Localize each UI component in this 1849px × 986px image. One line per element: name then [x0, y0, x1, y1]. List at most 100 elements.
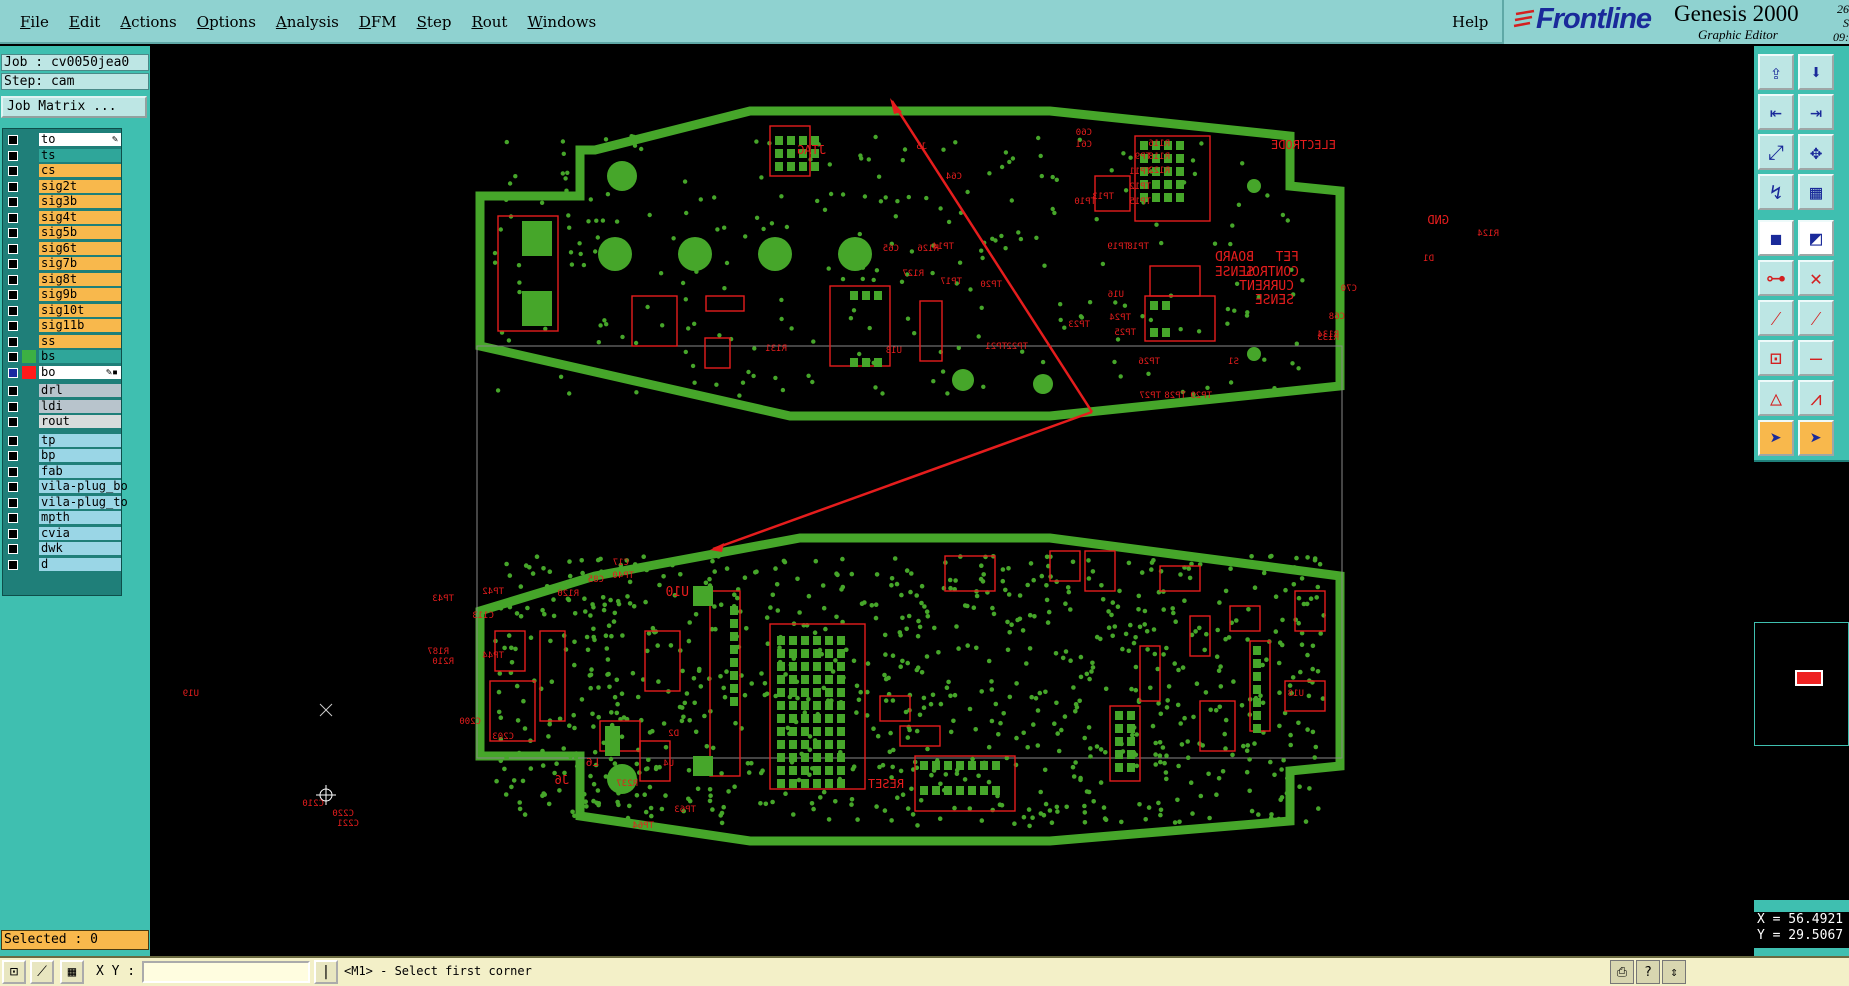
layer-name[interactable]: to✎: [39, 133, 121, 146]
layer-row-fab[interactable]: fab: [3, 464, 123, 479]
export-tool-button[interactable]: ⇪: [1758, 54, 1794, 90]
layer-row-to[interactable]: to✎: [3, 132, 123, 147]
line-tool-button[interactable]: ⁄: [1758, 300, 1794, 336]
layer-checkbox[interactable]: [8, 386, 18, 396]
menu-help[interactable]: Help: [1452, 13, 1489, 31]
layer-name[interactable]: bo✎▪: [39, 365, 121, 379]
layer-row-ldi[interactable]: ldi: [3, 399, 123, 414]
grid-mode-button[interactable]: ▦: [60, 960, 84, 984]
measure-mode-button[interactable]: ⟋: [30, 960, 54, 984]
layer-row-sig4t[interactable]: sig4t: [3, 210, 123, 225]
layer-row-tp[interactable]: tp: [3, 433, 123, 448]
layer-row-sig8t[interactable]: sig8t: [3, 272, 123, 287]
layer-checkbox[interactable]: [8, 197, 18, 207]
layer-row-ts[interactable]: ts: [3, 148, 123, 163]
menu-rout[interactable]: Rout: [471, 13, 508, 31]
layer-checkbox[interactable]: [8, 150, 18, 161]
layer-name[interactable]: sig3b: [39, 195, 121, 208]
overview-thumbnail[interactable]: [1754, 622, 1849, 746]
layer-name[interactable]: drl: [39, 384, 121, 397]
layer-name[interactable]: cvia: [39, 526, 121, 540]
layer-row-sig2t[interactable]: sig2t: [3, 179, 123, 194]
layer-name[interactable]: bs: [39, 350, 121, 363]
layer-checkbox[interactable]: [8, 166, 18, 176]
pcb-view[interactable]: ELECTRODEJTAGGNDFETCONTROLBOARDSENSECURR…: [150, 46, 1754, 956]
layer-name[interactable]: sig11b: [39, 319, 121, 332]
layer-name[interactable]: bp: [39, 449, 121, 462]
print-icon[interactable]: ⎙: [1610, 960, 1634, 984]
move-tool-button[interactable]: ◩: [1798, 220, 1834, 256]
layer-checkbox[interactable]: [8, 274, 18, 285]
layer-checkbox[interactable]: [8, 401, 18, 412]
layer-row-sig11b[interactable]: sig11b: [3, 318, 123, 333]
layer-checkbox[interactable]: [8, 451, 18, 461]
pointer-alt-tool-button[interactable]: ➤: [1798, 420, 1834, 456]
layer-checkbox[interactable]: [8, 528, 18, 539]
fit-tool-button[interactable]: ⤢: [1758, 134, 1794, 170]
minus-tool-button[interactable]: —: [1798, 340, 1834, 376]
layer-name[interactable]: tp: [39, 433, 121, 447]
layer-checkbox[interactable]: [8, 417, 18, 427]
layer-row-sig5b[interactable]: sig5b: [3, 225, 123, 240]
layer-row-sig3b[interactable]: sig3b: [3, 194, 123, 209]
layer-row-bp[interactable]: bp: [3, 448, 123, 463]
layer-row-rout[interactable]: rout: [3, 414, 123, 429]
menu-dfm[interactable]: DFM: [358, 13, 397, 31]
layer-name[interactable]: fab: [39, 464, 121, 478]
layer-row-vila-plug_bo[interactable]: vila-plug_bo: [3, 479, 128, 494]
layer-checkbox[interactable]: [8, 321, 18, 331]
menu-actions[interactable]: Actions: [120, 13, 177, 31]
layer-checkbox[interactable]: [8, 305, 18, 316]
layer-row-dwk[interactable]: dwk: [3, 541, 123, 556]
layer-name[interactable]: sig4t: [39, 210, 121, 224]
layer-row-ss[interactable]: ss: [3, 334, 123, 349]
layer-row-sig10t[interactable]: sig10t: [3, 303, 123, 318]
layer-name[interactable]: sig7b: [39, 257, 121, 270]
layer-row-d[interactable]: d: [3, 557, 123, 572]
layer-checkbox[interactable]: [8, 513, 18, 523]
layer-name[interactable]: d: [39, 557, 121, 571]
layer-checkbox[interactable]: [8, 290, 18, 300]
layer-checkbox[interactable]: [8, 336, 18, 347]
layer-row-cs[interactable]: cs: [3, 163, 123, 178]
measure-tool-button[interactable]: ↯: [1758, 174, 1794, 210]
layer-checkbox[interactable]: [8, 259, 18, 269]
triangle-tool-button[interactable]: △: [1758, 380, 1794, 416]
layer-name[interactable]: sig9b: [39, 288, 121, 301]
layer-checkbox[interactable]: [8, 466, 18, 477]
menu-windows[interactable]: Windows: [527, 13, 597, 31]
menu-step[interactable]: Step: [416, 13, 452, 31]
select-tool-button[interactable]: ⩘: [1798, 380, 1834, 416]
save-tool-button[interactable]: ⬇: [1798, 54, 1834, 90]
layer-checkbox[interactable]: [8, 228, 18, 238]
layer-color-swatch[interactable]: [22, 365, 36, 379]
layer-name[interactable]: vila-plug_to: [39, 494, 128, 509]
layer-name[interactable]: sig10t: [39, 303, 121, 317]
connect-tool-button[interactable]: ⊶: [1758, 260, 1794, 296]
snap-tool-button[interactable]: ◼: [1758, 220, 1794, 256]
layer-color-swatch[interactable]: [22, 350, 36, 363]
menu-analysis[interactable]: Analysis: [275, 13, 339, 31]
layer-checkbox[interactable]: [8, 435, 18, 446]
xy-input[interactable]: [142, 961, 310, 983]
layer-name[interactable]: ts: [39, 148, 121, 162]
snap-mode-button[interactable]: ⊡: [2, 960, 26, 984]
xy-apply-button[interactable]: |: [314, 960, 338, 984]
pad-tool-button[interactable]: ⊡: [1758, 340, 1794, 376]
pointer-tool-button[interactable]: ➤: [1758, 420, 1794, 456]
layer-name[interactable]: ldi: [39, 399, 121, 413]
layer-name[interactable]: sig8t: [39, 272, 121, 286]
layer-checkbox[interactable]: [8, 367, 18, 378]
layer-name[interactable]: ss: [39, 334, 121, 348]
scroll-icon[interactable]: ⇕: [1662, 960, 1686, 984]
layer-name[interactable]: rout: [39, 415, 121, 428]
layer-checkbox[interactable]: [8, 352, 18, 362]
zoom-in-tool-button[interactable]: ⇤: [1758, 94, 1794, 130]
job-matrix-button[interactable]: Job Matrix ...: [1, 96, 147, 118]
layer-checkbox[interactable]: [8, 544, 18, 554]
layer-row-sig9b[interactable]: sig9b: [3, 287, 123, 302]
menu-options[interactable]: Options: [196, 13, 256, 31]
grid-tool-button[interactable]: ▦: [1798, 174, 1834, 210]
layer-name[interactable]: dwk: [39, 542, 121, 555]
